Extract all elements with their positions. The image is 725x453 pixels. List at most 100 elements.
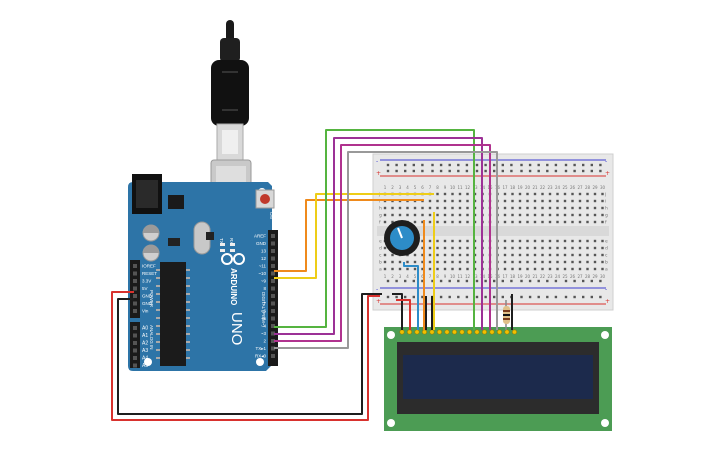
rail-plus-bottom: + (376, 298, 381, 305)
analog-pin (133, 356, 137, 360)
lcd-pin (399, 329, 405, 335)
rail-hole (528, 169, 532, 173)
breadboard-hole (593, 192, 597, 196)
breadboard-hole (526, 206, 529, 210)
rail-hole (520, 295, 523, 299)
lcd-pin-header (399, 329, 517, 335)
breadboard-hole (391, 220, 394, 224)
digital-pin-label: 7 (263, 301, 266, 306)
rail-hole (439, 169, 443, 173)
breadboard-hole (541, 260, 544, 264)
breadboard-hole (436, 260, 439, 264)
row-label-right: c (605, 254, 608, 259)
column-label-top: 20 (525, 185, 531, 190)
breadboard-hole (563, 239, 567, 243)
power-pin-label: 5V (142, 286, 148, 291)
breadboard-hole (563, 192, 567, 196)
analog-pin (133, 348, 137, 353)
breadboard-hole (458, 220, 462, 224)
column-label-bottom: 22 (540, 274, 546, 279)
breadboard-hole (593, 199, 597, 203)
breadboard-hole (593, 260, 597, 264)
power-pin (133, 279, 137, 283)
breadboard-hole (571, 220, 574, 224)
breadboard-hole (533, 213, 537, 217)
rail-hole (421, 295, 424, 299)
digital-pin (271, 331, 275, 336)
rail-hole (465, 169, 469, 173)
breadboard-hole (391, 267, 394, 271)
breadboard-hole (383, 220, 387, 224)
breadboard-hole (563, 260, 567, 264)
breadboard-hole (443, 260, 447, 264)
rail-minus-top-right: - (605, 158, 607, 165)
breadboard-hole (563, 220, 567, 224)
wire-red-lcd-vdd (396, 299, 411, 330)
breadboard-hole (571, 267, 574, 271)
rail-hole (484, 169, 487, 173)
breadboard-hole (383, 253, 387, 257)
breadboard-hole (436, 213, 439, 217)
breadboard-hole (578, 246, 582, 250)
rail-hole (431, 169, 434, 173)
breadboard-hole (421, 220, 424, 224)
analog-pin (133, 341, 137, 345)
breadboard-hole (436, 239, 439, 243)
breadboard-hole (526, 267, 529, 271)
breadboard-hole (406, 206, 409, 210)
rail-hole (590, 279, 593, 283)
breadboard-hole (548, 246, 552, 250)
breadboard-hole (556, 206, 559, 210)
rail-hole (493, 169, 496, 173)
resistor-icon (503, 300, 510, 330)
rail-hole (564, 169, 568, 173)
column-label-top: 28 (585, 185, 591, 190)
row-label-left: a (379, 268, 382, 273)
column-label-top: 7 (429, 185, 432, 190)
breadboard-hole (533, 260, 537, 264)
breadboard-hole (503, 206, 507, 210)
breadboard-hole (533, 206, 537, 210)
breadboard-hole (586, 267, 589, 271)
rail-hole (475, 169, 479, 173)
power-pin (133, 294, 137, 298)
rail-hole (573, 163, 576, 167)
breadboard-hole (593, 246, 597, 250)
breadboard-hole (428, 260, 432, 264)
rail-hole (537, 295, 540, 299)
breadboard-hole (451, 206, 454, 210)
breadboard-hole (556, 246, 559, 250)
rail-hole (448, 279, 451, 283)
breadboard-hole (578, 192, 582, 196)
row-label-left: e (379, 240, 382, 245)
analog-pin-label: A2 (142, 341, 148, 347)
rail-hole (554, 163, 558, 167)
rail-hole (546, 295, 549, 299)
rail-hole (431, 163, 434, 167)
column-label-top: 4 (406, 185, 409, 190)
row-label-right: i (605, 199, 606, 205)
breadboard-hole (526, 239, 529, 243)
breadboard-hole (398, 206, 402, 210)
column-label-bottom: 4 (406, 274, 409, 279)
breadboard-hole (533, 267, 537, 271)
lcd-pin (489, 329, 495, 335)
breadboard-hole (571, 206, 574, 210)
rail-hole (457, 295, 460, 299)
breadboard-hole (578, 206, 582, 210)
usb-cable-icon (210, 20, 252, 211)
breadboard-hole (541, 246, 544, 250)
rail-hole (573, 295, 576, 299)
column-label-top: 22 (540, 185, 546, 190)
rail-hole (421, 163, 424, 167)
breadboard-hole (451, 246, 454, 250)
breadboard-hole (511, 267, 514, 271)
digital-pin (271, 346, 275, 351)
breadboard-column-labels: 1122334455667788991010111112121313141415… (384, 185, 606, 279)
breadboard-hole (511, 199, 514, 203)
breadboard-hole (571, 213, 574, 217)
column-label-top: 9 (444, 185, 447, 190)
lcd-pin (414, 329, 420, 335)
rail-hole (520, 279, 523, 283)
breadboard-hole (578, 220, 582, 224)
